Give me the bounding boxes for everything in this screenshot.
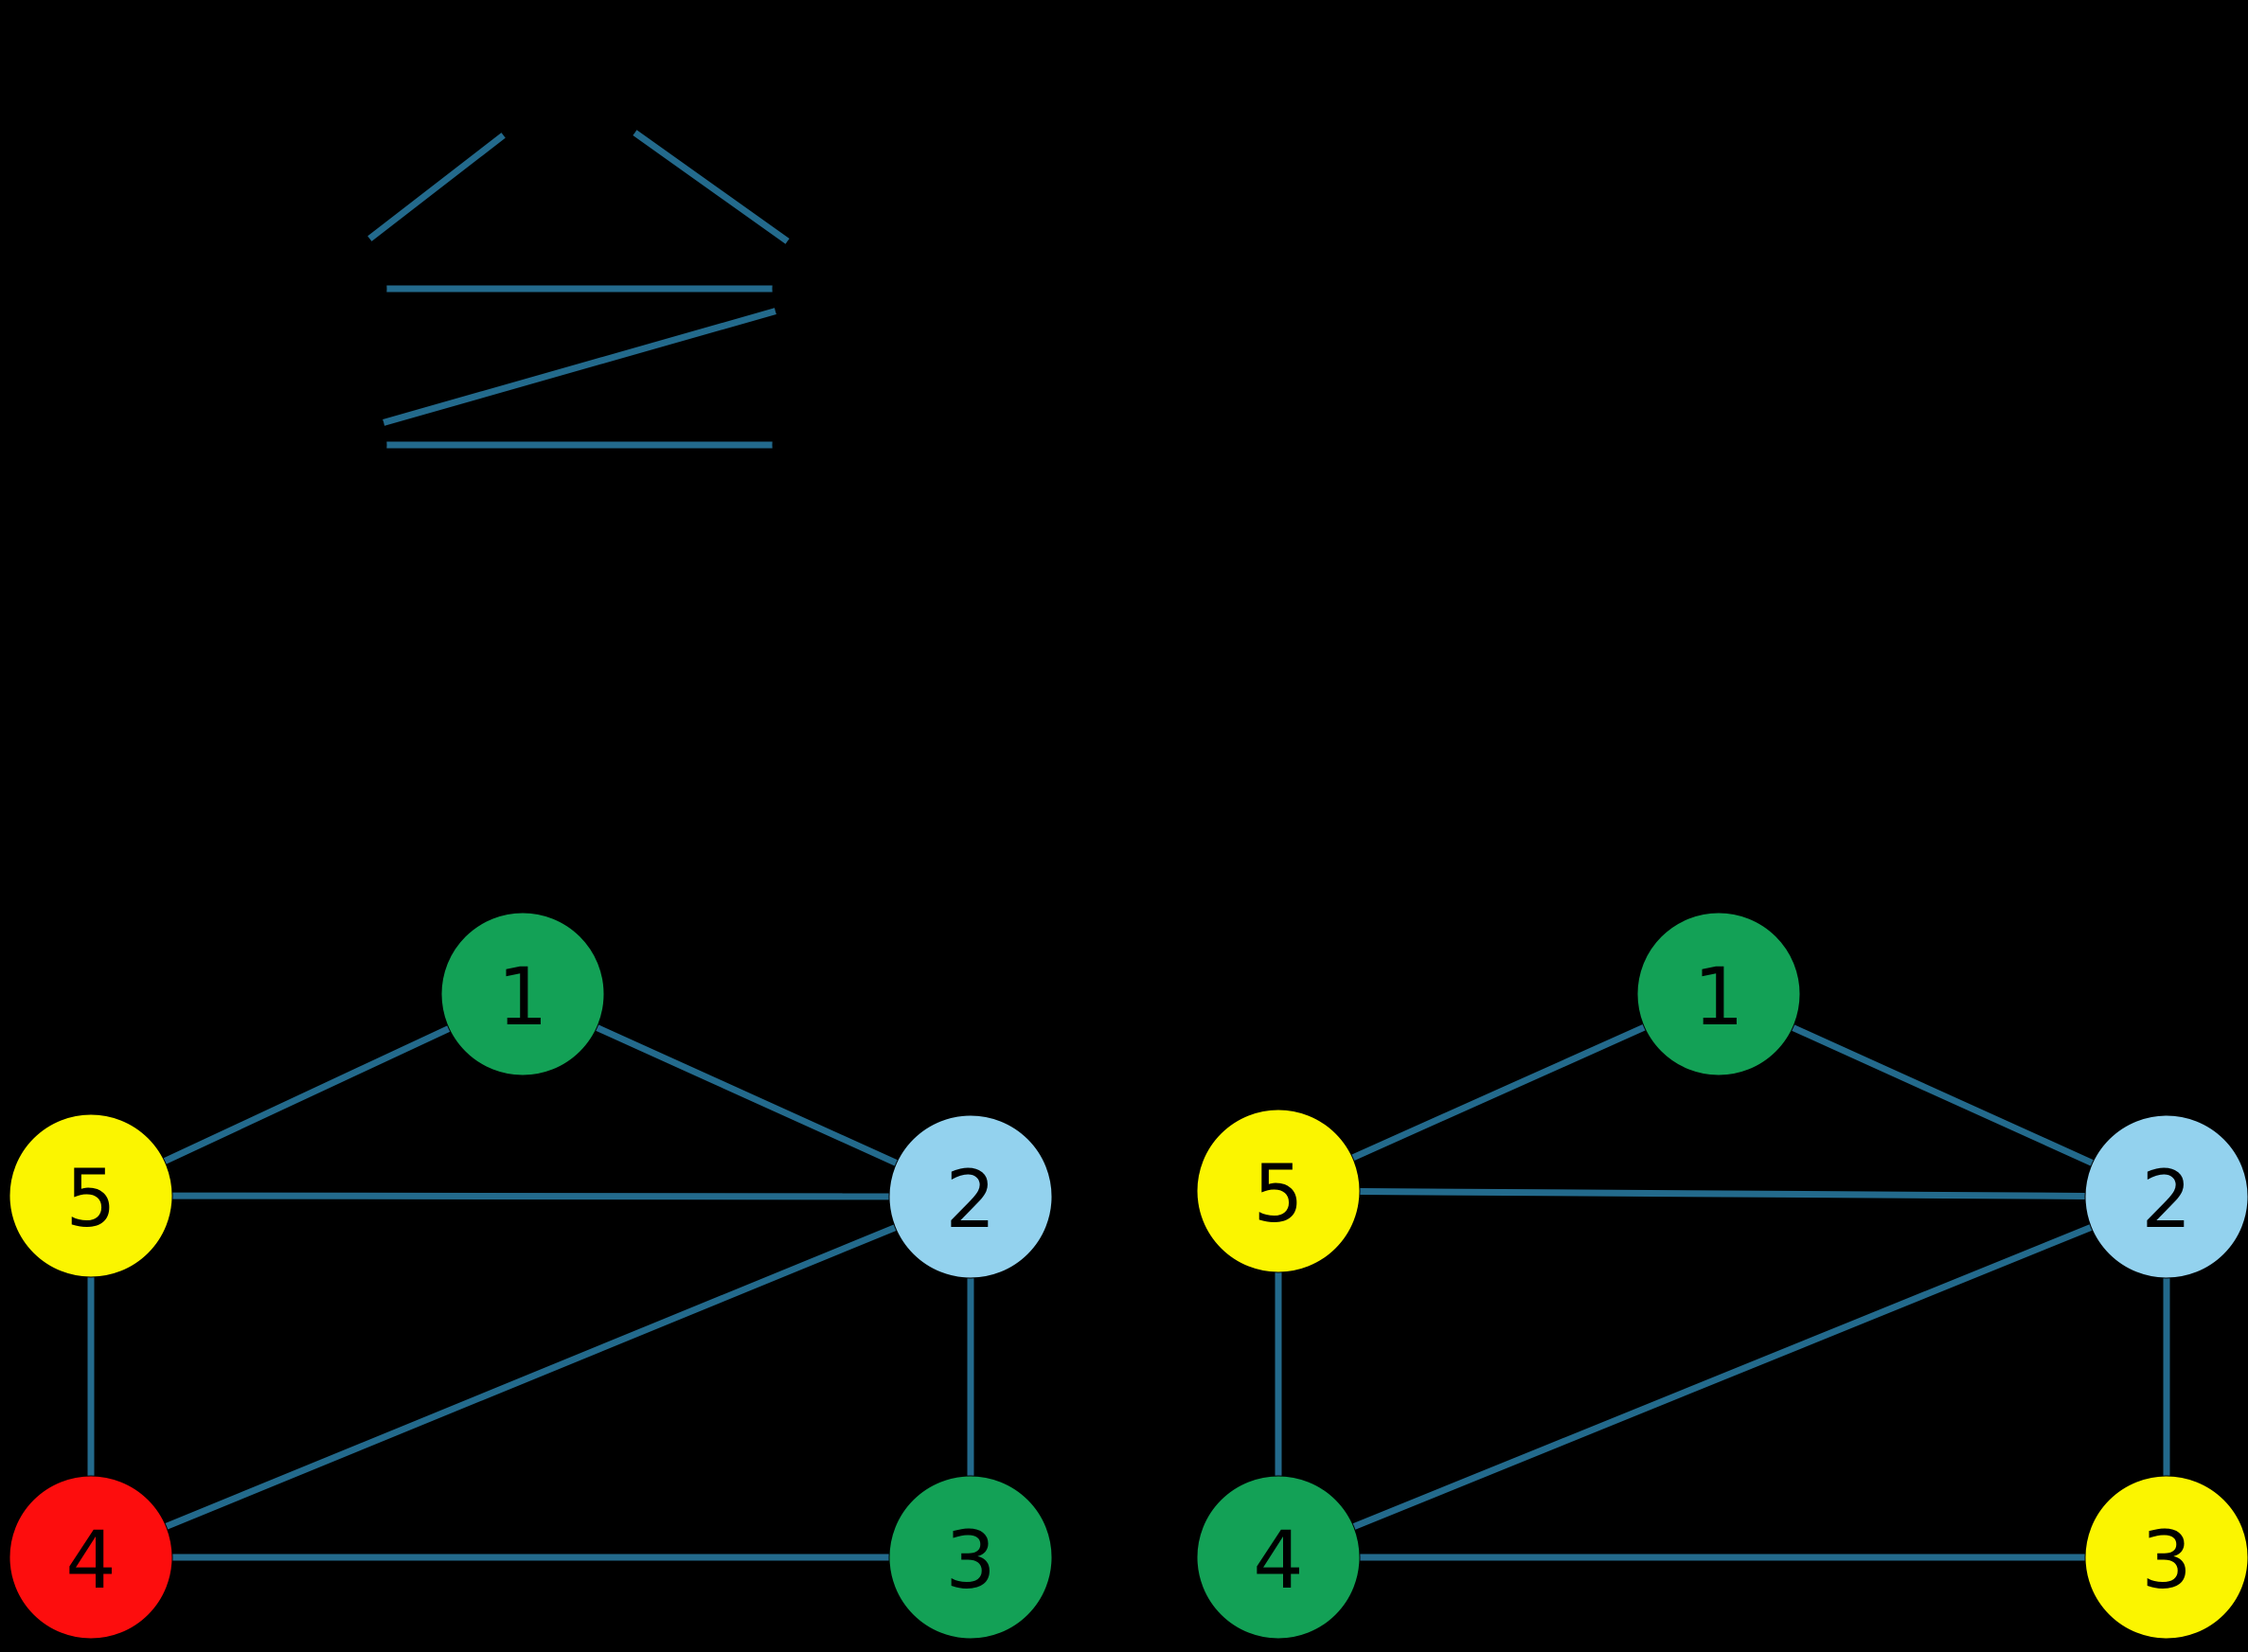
graph-node-2[interactable] — [772, 206, 937, 371]
graph-node-2[interactable]: 2 — [888, 1114, 1053, 1279]
partial-coloring-graph: 1 2 3 4 5 — [9, 912, 1053, 1640]
edge-group — [1275, 1023, 2170, 1561]
node-circle[interactable] — [486, 3, 651, 168]
graph-edge — [1791, 1024, 2095, 1166]
graph-node-3[interactable]: 3 — [888, 1475, 1053, 1640]
node-circle[interactable] — [440, 912, 605, 1076]
graph-edge — [163, 1025, 451, 1164]
edge-group — [301, 130, 858, 449]
graph-node-4[interactable] — [223, 363, 387, 527]
graph-edge — [1352, 1224, 2093, 1530]
graph-node-4[interactable]: 4 — [1196, 1475, 1361, 1640]
graph-edge — [1359, 1188, 2086, 1199]
node-circle[interactable] — [2084, 1114, 2248, 1279]
node-circle[interactable] — [223, 363, 387, 527]
final-coloring-graph: 1 2 3 4 5 — [1196, 912, 2248, 1640]
node-circle[interactable] — [1196, 1475, 1361, 1640]
node-circle[interactable] — [888, 1114, 1053, 1279]
node-circle[interactable] — [2084, 1475, 2248, 1640]
graph-node-3[interactable] — [772, 363, 937, 527]
graph-node-2[interactable]: 2 — [2084, 1114, 2248, 1279]
node-circle[interactable] — [772, 206, 937, 371]
node-circle[interactable] — [1636, 912, 1801, 1076]
node-circle[interactable] — [1196, 1109, 1361, 1273]
node-group — [223, 3, 937, 527]
graph-edge — [1351, 1023, 1646, 1162]
node-group: 1 2 3 4 5 — [9, 912, 1053, 1640]
node-circle[interactable] — [9, 1113, 173, 1278]
node-circle[interactable] — [9, 1475, 173, 1640]
graph-node-4[interactable]: 4 — [9, 1475, 173, 1640]
node-group: 1 2 3 4 5 — [1196, 912, 2248, 1640]
uncolored-graph — [223, 3, 937, 527]
graph-node-5[interactable]: 5 — [9, 1113, 173, 1278]
graph-edge — [633, 130, 790, 244]
graph-edge — [595, 1024, 899, 1166]
node-circle[interactable] — [223, 206, 387, 371]
graph-edge — [165, 1224, 897, 1530]
graph-node-1[interactable] — [486, 3, 651, 168]
node-circle[interactable] — [772, 363, 937, 527]
graph-edge — [382, 308, 777, 426]
graph-node-3[interactable]: 3 — [2084, 1475, 2248, 1640]
graph-edge — [366, 132, 507, 242]
graph-node-5[interactable] — [223, 206, 387, 371]
node-circle[interactable] — [888, 1475, 1053, 1640]
edge-group — [87, 1024, 974, 1561]
graph-node-1[interactable]: 1 — [440, 912, 605, 1076]
graph-node-1[interactable]: 1 — [1636, 912, 1801, 1076]
graph-edge — [171, 1192, 890, 1200]
graph-node-5[interactable]: 5 — [1196, 1109, 1361, 1273]
